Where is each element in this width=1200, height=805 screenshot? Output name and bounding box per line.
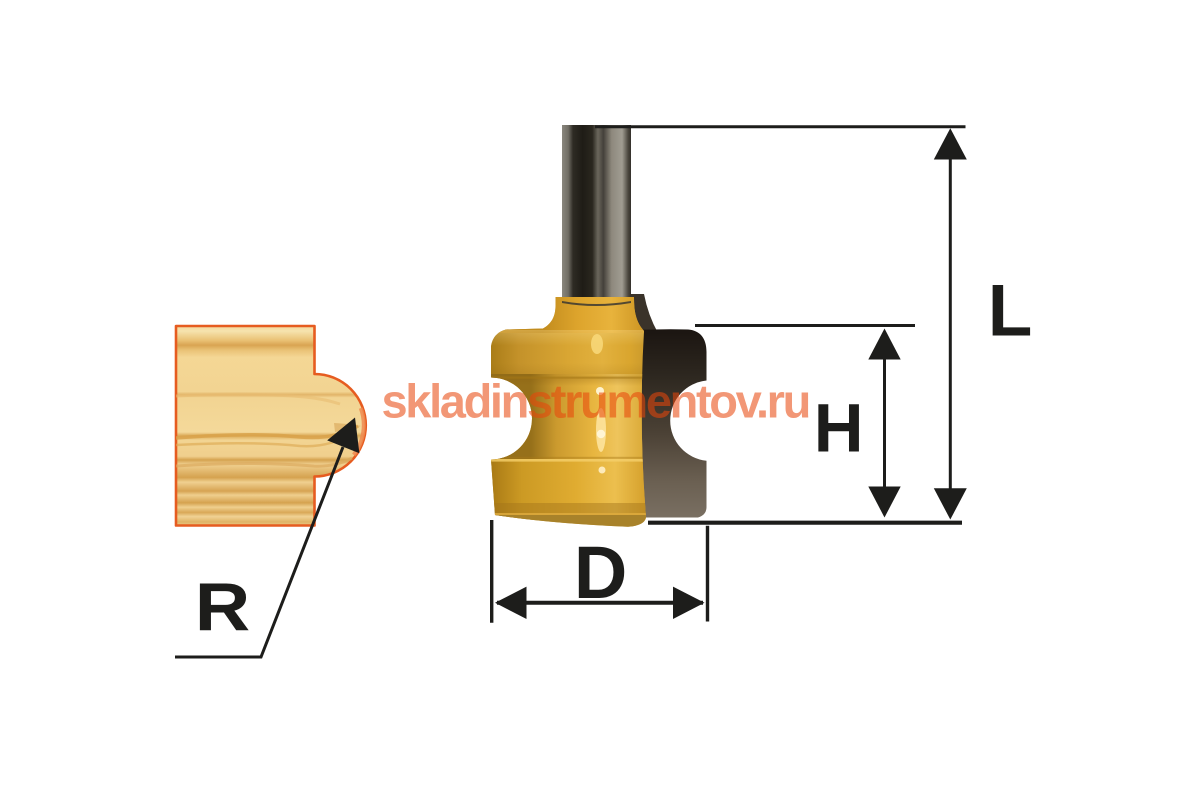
svg-text:R: R bbox=[195, 569, 251, 645]
svg-text:L: L bbox=[988, 270, 1033, 351]
svg-text:H: H bbox=[814, 390, 864, 467]
svg-text:skladinstrumentov.ru: skladinstrumentov.ru bbox=[382, 375, 809, 428]
svg-text:D: D bbox=[574, 531, 627, 614]
